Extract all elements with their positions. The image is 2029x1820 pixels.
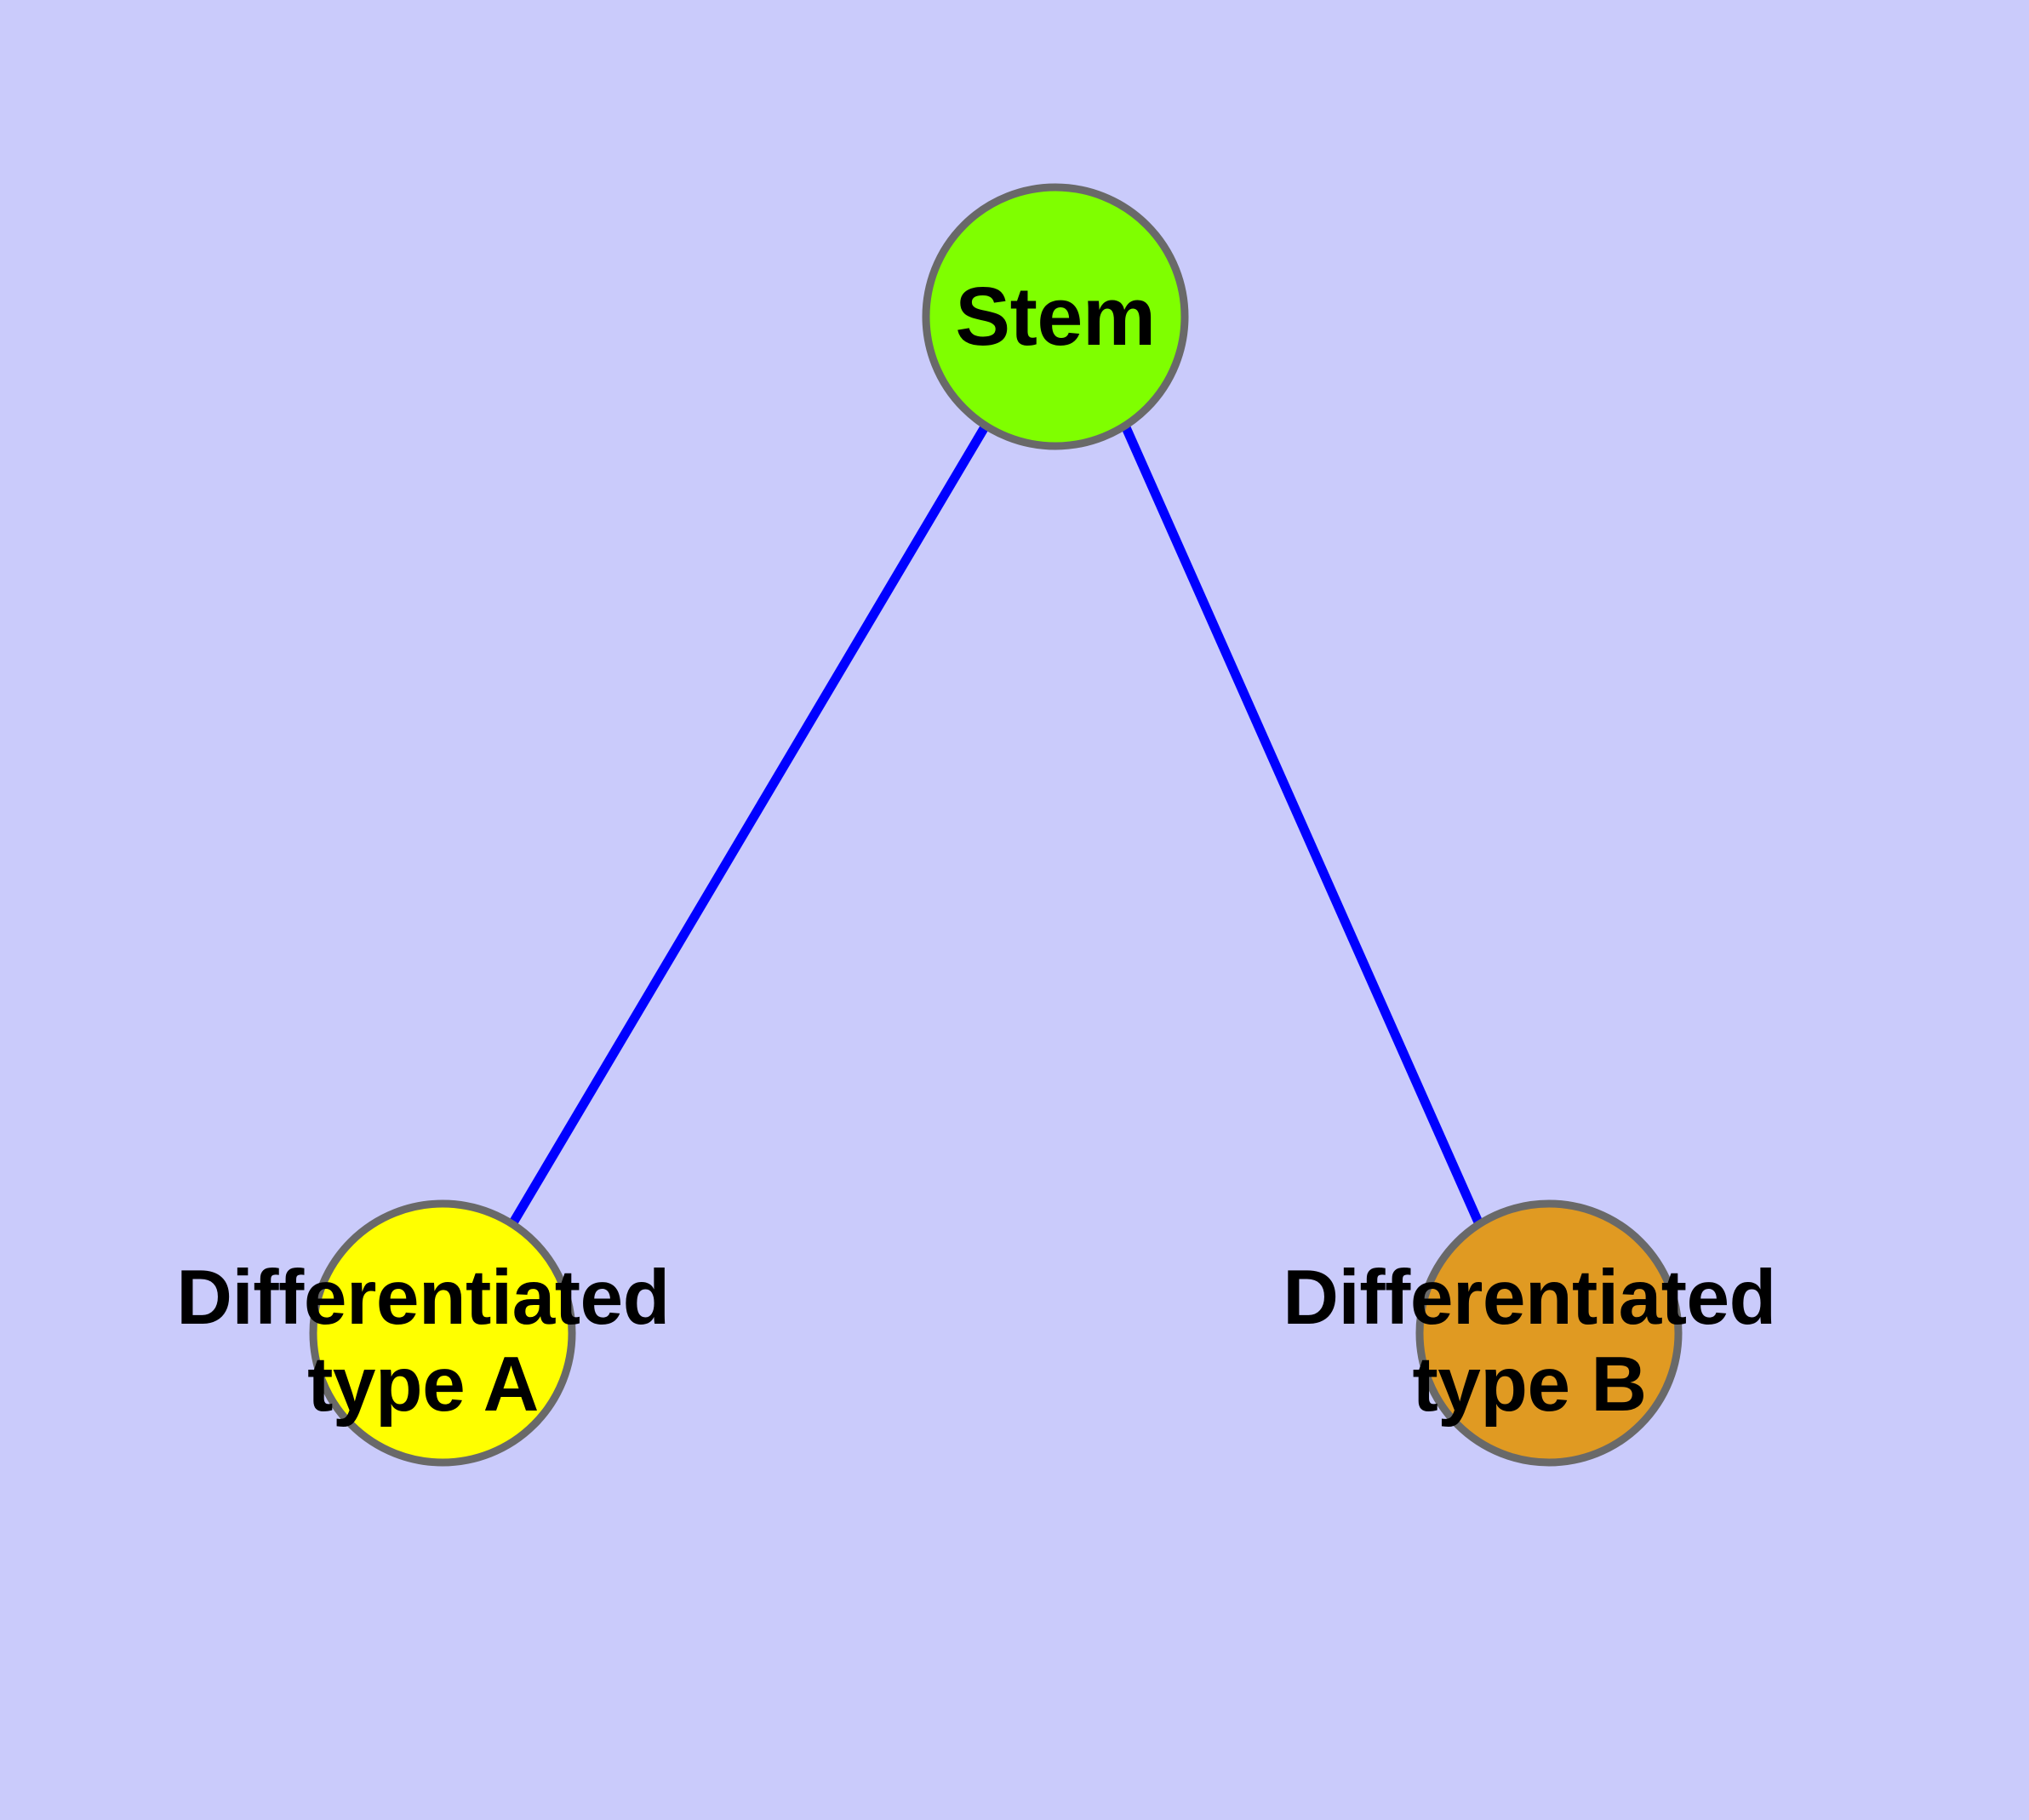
- node-layer: [309, 183, 1683, 1467]
- node-circle-diff-b[interactable]: [1415, 1199, 1683, 1467]
- edge-layer: [508, 423, 1484, 1227]
- node-circle-diff-a[interactable]: [309, 1199, 576, 1467]
- edge-stem-to-diff-b[interactable]: [1120, 423, 1484, 1227]
- edge-stem-to-diff-a[interactable]: [508, 423, 990, 1227]
- node-circle-stem[interactable]: [922, 183, 1189, 450]
